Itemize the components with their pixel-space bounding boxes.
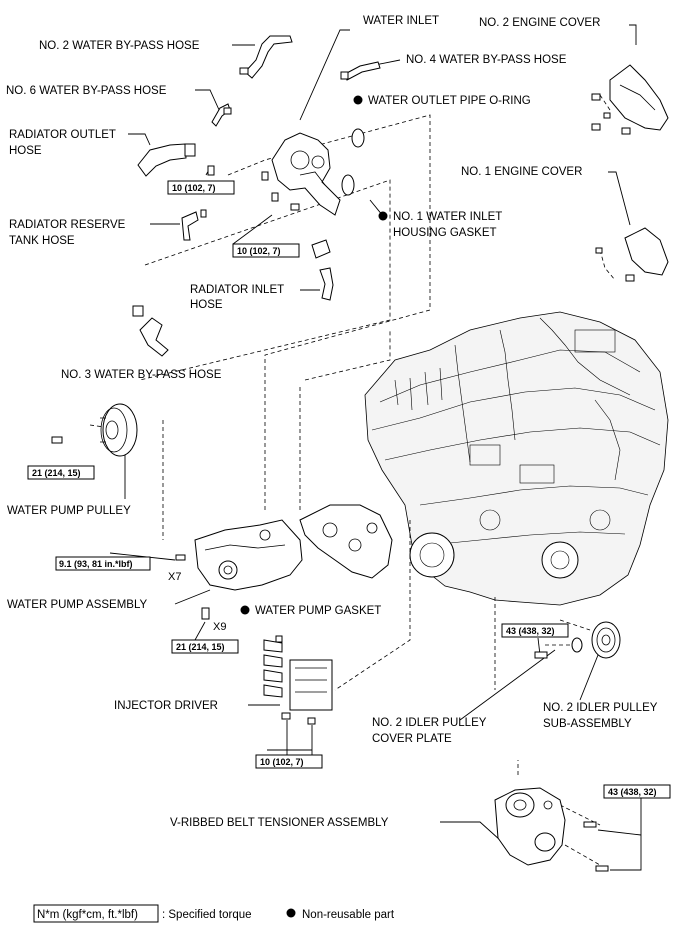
no4-water-bypass-hose: [344, 61, 381, 81]
label-reserve-tank-hose-line2: TANK HOSE: [9, 235, 75, 247]
water-pump-gasket: [299, 504, 393, 579]
torque-spec-pulley: 21 (214, 15): [27, 465, 95, 480]
legend-non-reusable-icon: [286, 908, 296, 918]
label-radiator-inlet-hose-line1: RADIATOR INLET: [190, 284, 284, 296]
injector-driver-bolts: [275, 635, 316, 725]
torque-spec-idler: 43 (438, 32): [501, 623, 569, 638]
label-no2-water-bypass-hose: NO. 2 WATER BY-PASS HOSE: [39, 40, 200, 52]
no1-water-inlet-housing-gasket: [341, 174, 355, 196]
label-no2-idler-cover-plate-line2: COVER PLATE: [372, 733, 452, 745]
outlet-hose-clamp-icon: [184, 143, 196, 157]
label-no2-idler-pulley-line1: NO. 2 IDLER PULLEY: [543, 702, 658, 714]
label-no1-engine-cover: NO. 1 ENGINE COVER: [461, 166, 582, 178]
legend: N*m (kgf*cm, ft.*lbf) : Specified torque…: [33, 904, 395, 923]
label-water-pump-gasket: WATER PUMP GASKET: [255, 605, 381, 617]
label-radiator-inlet-hose-line2: HOSE: [190, 299, 223, 311]
qty-pump-small-bolts: X7: [168, 571, 181, 583]
no1-engine-cover: [624, 227, 669, 276]
label-no3-water-bypass-hose: NO. 3 WATER BY-PASS HOSE: [61, 369, 222, 381]
non-reusable-marker-icon: [240, 605, 250, 615]
label-water-pump-pulley: WATER PUMP PULLEY: [7, 505, 131, 517]
label-no1-inlet-gasket-line1: NO. 1 WATER INLET: [393, 211, 502, 223]
pulley-bolt: [51, 436, 63, 444]
idler-bolt: [534, 651, 548, 659]
svg-text:43 (438, 32): 43 (438, 32): [608, 787, 657, 797]
svg-text:21 (214, 15): 21 (214, 15): [176, 642, 225, 652]
legend-torque-box: [33, 904, 159, 923]
engine-block-illustration: [364, 311, 669, 606]
no2-water-bypass-hose: [244, 35, 293, 79]
legend-torque-desc: : Specified torque: [162, 909, 252, 921]
injector-driver: [263, 639, 333, 711]
non-reusable-marker-icon: [378, 211, 388, 221]
svg-text:10 (102, 7): 10 (102, 7): [260, 757, 304, 767]
radiator-reserve-tank-hose: [181, 211, 199, 241]
radiator-inlet-clamp-icon: [311, 239, 331, 259]
pump-large-bolt: [201, 607, 210, 620]
qty-pump-large-bolts: X9: [213, 621, 226, 633]
label-no2-engine-cover: NO. 2 ENGINE COVER: [479, 17, 600, 29]
label-radiator-outlet-hose-line1: RADIATOR OUTLET: [9, 129, 116, 141]
label-no6-water-bypass-hose: NO. 6 WATER BY-PASS HOSE: [6, 85, 167, 97]
torque-spec-pump-large: 21 (214, 15): [171, 639, 239, 654]
v-ribbed-belt-tensioner-assembly: [494, 787, 566, 866]
radiator-outlet-hose: [137, 143, 187, 177]
no6-hose-clamp-icon: [223, 107, 232, 115]
no2-idler-pulley-cover-plate: [571, 637, 583, 653]
svg-text:10 (102, 7): 10 (102, 7): [172, 183, 216, 193]
label-no2-idler-cover-plate-line1: NO. 2 IDLER PULLEY: [372, 717, 487, 729]
torque-spec-inlet-a: 10 (102, 7): [167, 180, 235, 195]
no2-hose-clamp-icon: [239, 67, 249, 75]
label-water-outlet-pipe-oring: WATER OUTLET PIPE O-RING: [368, 95, 531, 107]
no6-water-bypass-hose: [211, 103, 231, 127]
label-no2-idler-pulley-line2: SUB-ASSEMBLY: [543, 718, 632, 730]
no2-engine-cover: [609, 64, 669, 131]
no4-hose-clamp-icon: [340, 71, 349, 80]
no3-water-bypass-hose: [139, 317, 169, 357]
water-pump-pulley: [100, 403, 138, 457]
label-reserve-tank-hose-line1: RADIATOR RESERVE: [9, 219, 126, 231]
leader-lines: [109, 24, 642, 871]
pump-small-bolt: [175, 554, 186, 561]
label-injector-driver: INJECTOR DRIVER: [114, 700, 218, 712]
label-no4-water-bypass-hose: NO. 4 WATER BY-PASS HOSE: [406, 54, 567, 66]
label-radiator-outlet-hose-line2: HOSE: [9, 145, 42, 157]
svg-text:43 (438, 32): 43 (438, 32): [506, 626, 555, 636]
torque-spec-inlet-b: 10 (102, 7): [232, 243, 300, 258]
svg-text:21 (214, 15): 21 (214, 15): [32, 468, 81, 478]
svg-text:10 (102, 7): 10 (102, 7): [237, 246, 281, 256]
label-water-inlet: WATER INLET: [363, 15, 439, 27]
label-no1-inlet-gasket-line2: HOUSING GASKET: [393, 227, 497, 239]
no3-hose-clamp-icon: [132, 305, 144, 317]
no2-cover-bolts: [591, 93, 631, 135]
water-outlet-pipe-oring: [351, 128, 365, 148]
no1-cover-bolts: [595, 247, 635, 282]
tensioner-bolts: [583, 821, 609, 872]
torque-spec-tensioner: 43 (438, 32): [603, 784, 671, 799]
legend-nonreusable-desc: Non-reusable part: [302, 909, 395, 921]
label-water-pump-assembly: WATER PUMP ASSEMBLY: [7, 599, 147, 611]
svg-text:9.1 (93, 81 in.*lbf): 9.1 (93, 81 in.*lbf): [59, 559, 133, 569]
torque-spec-injector: 10 (102, 7): [255, 754, 323, 769]
water-pump-assembly: [194, 519, 303, 591]
no2-idler-pulley-sub-assembly: [591, 621, 621, 659]
label-v-ribbed-belt-tensioner: V-RIBBED BELT TENSIONER ASSEMBLY: [170, 817, 389, 829]
reserve-hose-clip-icon: [200, 209, 207, 218]
legend-torque-unit: N*m (kgf*cm, ft.*lbf): [37, 909, 138, 921]
non-reusable-marker-icon: [353, 95, 363, 105]
radiator-inlet-hose: [319, 267, 334, 301]
inlet-bolts: [207, 165, 300, 211]
torque-spec-pump-small: 9.1 (93, 81 in.*lbf): [55, 556, 151, 571]
